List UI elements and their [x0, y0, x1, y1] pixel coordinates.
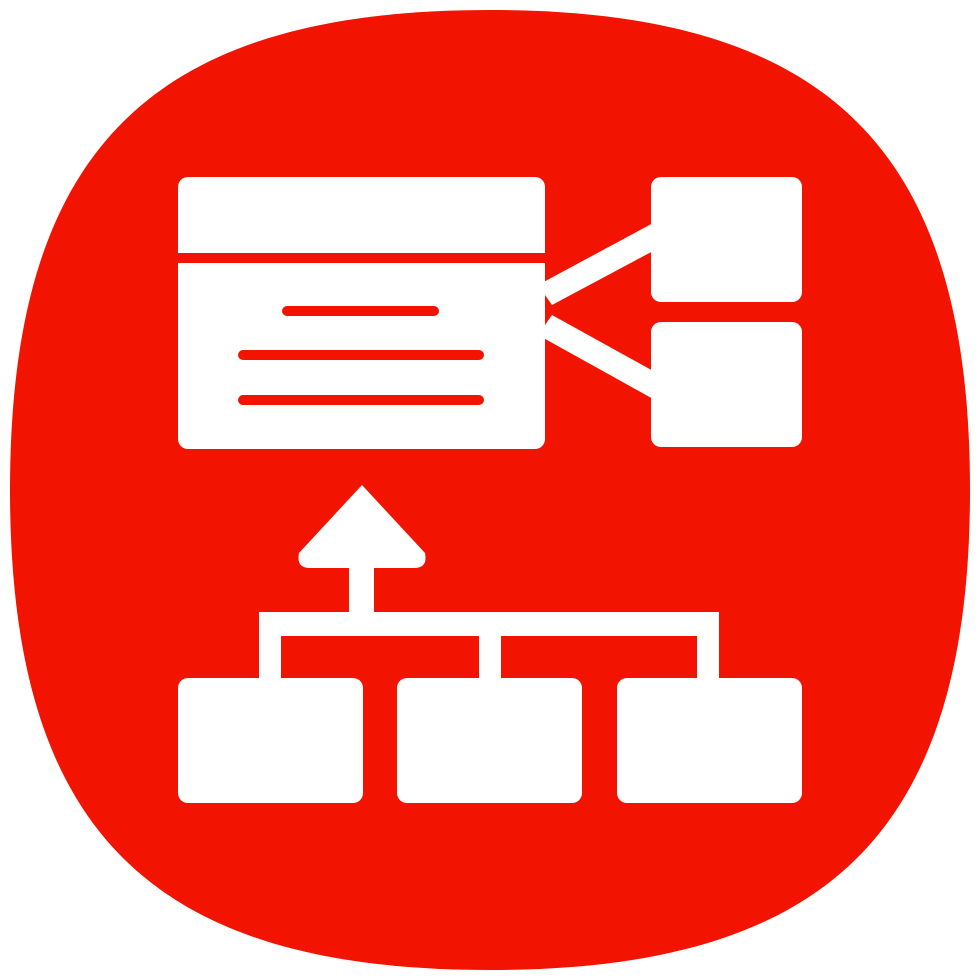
up-arrow: [298, 485, 426, 620]
document-panel: [178, 177, 545, 449]
text-line-3: [238, 395, 484, 405]
leaf-node-left: [178, 678, 363, 803]
leaf-node-center: [397, 678, 582, 803]
text-line-1: [282, 306, 439, 316]
tree-connector: [259, 612, 719, 692]
squircle-background: [10, 10, 970, 970]
child-node-top: [651, 177, 802, 302]
leaf-node-right: [617, 678, 802, 803]
connector-lines: [538, 222, 655, 400]
child-node-bottom: [651, 322, 802, 447]
text-line-2: [238, 350, 484, 360]
